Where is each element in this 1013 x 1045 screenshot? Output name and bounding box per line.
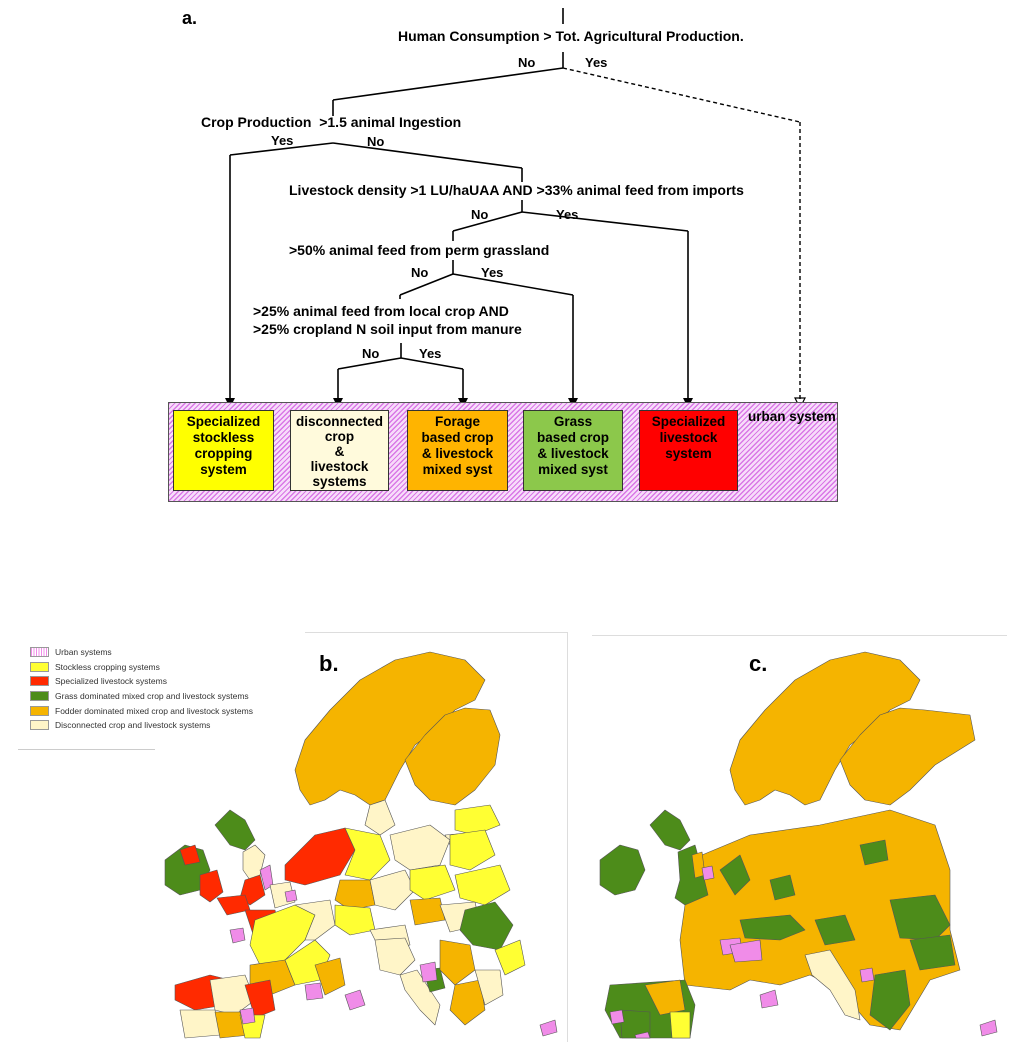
legend-item-grass: Grass dominated mixed crop and livestock… bbox=[30, 689, 253, 704]
system-box-text: systems bbox=[312, 474, 367, 489]
branch-no-2: No bbox=[367, 134, 385, 149]
map-frame-top-c bbox=[592, 635, 1007, 636]
legend-item-stockless: Stockless cropping systems bbox=[30, 660, 253, 675]
legend-label: Disconnected crop and livestock systems bbox=[55, 720, 211, 731]
question-local-crop-line2: >25% cropland N soil input from manure bbox=[253, 321, 522, 337]
question-human-consumption: Human Consumption > Tot. Agricultural Pr… bbox=[398, 28, 744, 44]
branch-no-3: No bbox=[471, 207, 489, 222]
legend-label: Urban systems bbox=[55, 647, 112, 658]
legend-item-specialized-livestock: Specialized livestock systems bbox=[30, 674, 253, 689]
branch-no-4: No bbox=[411, 265, 429, 280]
question-livestock-density: Livestock density >1 LU/haUAA AND >33% a… bbox=[289, 182, 744, 198]
system-box-forage-based: Forage based crop & livestock mixed syst bbox=[407, 410, 508, 491]
map-frame-top-b bbox=[305, 632, 567, 633]
decision-tree-connectors bbox=[225, 8, 806, 410]
map-c-europe bbox=[599, 651, 998, 1039]
legend-swatch-grass bbox=[30, 691, 49, 702]
system-box-text: & bbox=[334, 444, 345, 459]
legend-item-urban: Urban systems bbox=[30, 645, 253, 660]
legend-label: Grass dominated mixed crop and livestock… bbox=[55, 691, 249, 702]
system-box-text: mixed syst bbox=[538, 462, 608, 477]
legend-swatch-urban bbox=[30, 647, 49, 658]
system-box-text: & livestock bbox=[537, 446, 609, 461]
panel-label-c: c. bbox=[749, 651, 768, 676]
system-box-text: Specialized bbox=[651, 414, 726, 429]
question-local-crop-line1: >25% animal feed from local crop AND bbox=[253, 303, 509, 319]
system-box-text: based crop bbox=[536, 430, 610, 445]
system-box-stockless-cropping: Specialized stockless cropping system bbox=[173, 410, 274, 491]
legend-item-fodder: Fodder dominated mixed crop and livestoc… bbox=[30, 703, 253, 718]
system-box-text: system bbox=[665, 446, 712, 461]
map-frame-right-b bbox=[567, 632, 568, 1042]
system-box-text: system bbox=[200, 462, 247, 477]
branch-no-1: No bbox=[518, 55, 536, 70]
branch-no-5: No bbox=[362, 346, 380, 361]
system-box-text: mixed syst bbox=[422, 462, 493, 477]
question-crop-production: Crop Production >1.5 animal Ingestion bbox=[201, 114, 462, 130]
branch-yes-1: Yes bbox=[585, 55, 608, 70]
system-box-text: & livestock bbox=[421, 446, 494, 461]
legend-label: Specialized livestock systems bbox=[55, 676, 167, 687]
legend-divider bbox=[18, 749, 155, 750]
legend-swatch-livestock bbox=[30, 676, 49, 687]
system-label-urban: urban system bbox=[748, 409, 836, 424]
panel-label-a: a. bbox=[182, 8, 198, 28]
branch-yes-4: Yes bbox=[481, 265, 504, 280]
legend-item-disconnected: Disconnected crop and livestock systems bbox=[30, 718, 253, 733]
map-b-europe bbox=[164, 651, 558, 1039]
system-box-text: stockless bbox=[192, 430, 255, 445]
system-box-text: disconnected bbox=[295, 414, 384, 429]
system-box-text: Grass bbox=[553, 414, 593, 429]
system-box-text: based crop bbox=[421, 430, 494, 445]
system-box-text: cropping bbox=[194, 446, 253, 461]
legend-swatch-fodder bbox=[30, 705, 49, 716]
branch-yes-5: Yes bbox=[419, 346, 442, 361]
branch-yes-3: Yes bbox=[556, 207, 579, 222]
legend-label: Stockless cropping systems bbox=[55, 661, 160, 672]
legend-swatch-stockless bbox=[30, 661, 49, 672]
legend-swatch-disconnected bbox=[30, 720, 49, 731]
system-box-grass-based: Grass based crop & livestock mixed syst bbox=[523, 410, 623, 491]
question-perm-grassland: >50% animal feed from perm grassland bbox=[289, 242, 550, 258]
panel-label-b: b. bbox=[319, 651, 339, 676]
system-box-disconnected: disconnected crop & livestock systems bbox=[290, 410, 389, 491]
legend-label: Fodder dominated mixed crop and livestoc… bbox=[55, 705, 253, 716]
branch-yes-2: Yes bbox=[271, 133, 294, 148]
system-box-text: livestock bbox=[310, 459, 369, 474]
system-box-specialized-livestock: Specialized livestock system bbox=[639, 410, 738, 491]
system-box-text: livestock bbox=[659, 430, 718, 445]
system-box-text: crop bbox=[324, 429, 355, 444]
system-box-text: Specialized bbox=[186, 414, 261, 429]
map-legend: Urban systems Stockless cropping systems… bbox=[30, 645, 253, 733]
system-box-text: Forage bbox=[434, 414, 480, 429]
